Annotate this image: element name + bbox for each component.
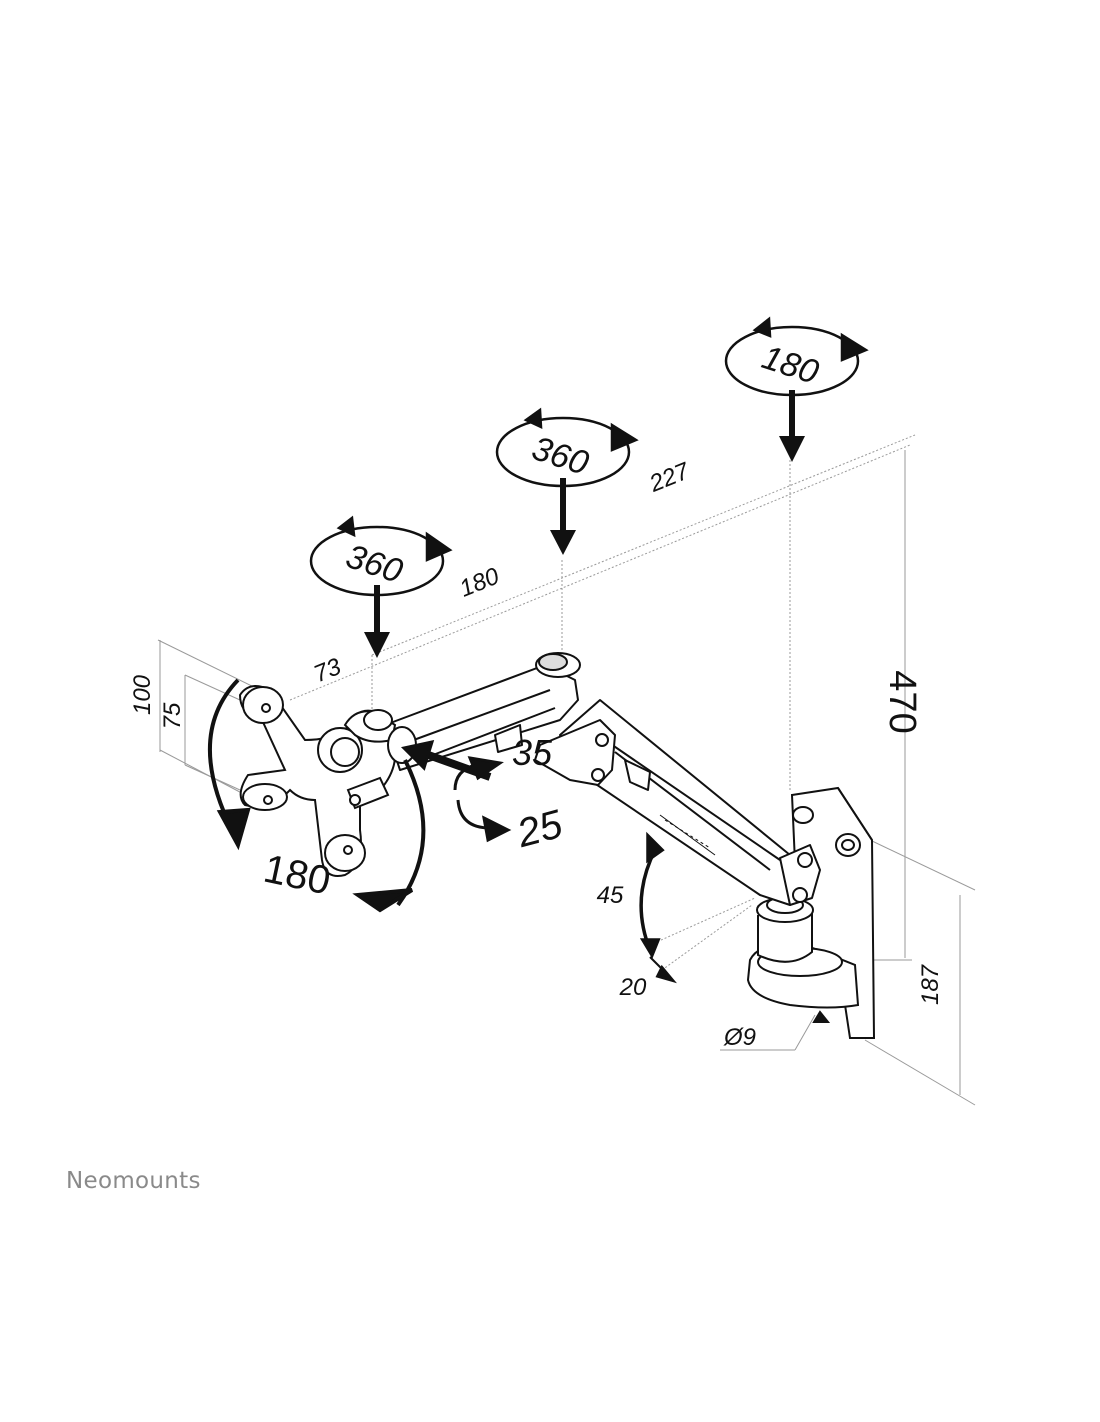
swivel-tilt-arrows: [400, 739, 512, 843]
dimension-plate-height: 187: [917, 963, 944, 1005]
rotation-indicator-elbow: [495, 407, 639, 555]
angle-lift-down: 20: [619, 974, 647, 1001]
dimension-total-height: 470: [881, 670, 923, 733]
angle-tilt: 25: [512, 802, 568, 856]
vesa-head: [238, 685, 417, 877]
rotation-label-head: 360: [341, 537, 407, 591]
wall-plate: [746, 786, 876, 1039]
angle-lift-up: 45: [597, 882, 624, 909]
dimension-screw-diameter: Ø9: [723, 1024, 756, 1051]
dimension-vesa-large: 100: [129, 674, 156, 715]
arm-segments: [384, 652, 821, 906]
angle-swivel: 35: [512, 732, 553, 773]
rotation-label-elbow: 360: [527, 429, 593, 483]
dimension-front-arm: 180: [456, 562, 504, 602]
lift-arrows: [639, 831, 677, 984]
brand-logo: Neomounts: [66, 1168, 201, 1194]
dimension-head-arm: 73: [310, 653, 345, 688]
panel-rotation-arrows: [208, 678, 426, 913]
dimension-vesa-small: 75: [159, 702, 186, 729]
rotation-indicator-wall: [724, 316, 869, 462]
dimension-guides: [157, 434, 976, 1106]
rotation-label-wall: 180: [757, 338, 823, 392]
rotation-indicator-head: [309, 515, 453, 658]
dimension-rear-arm: 227: [645, 457, 695, 498]
